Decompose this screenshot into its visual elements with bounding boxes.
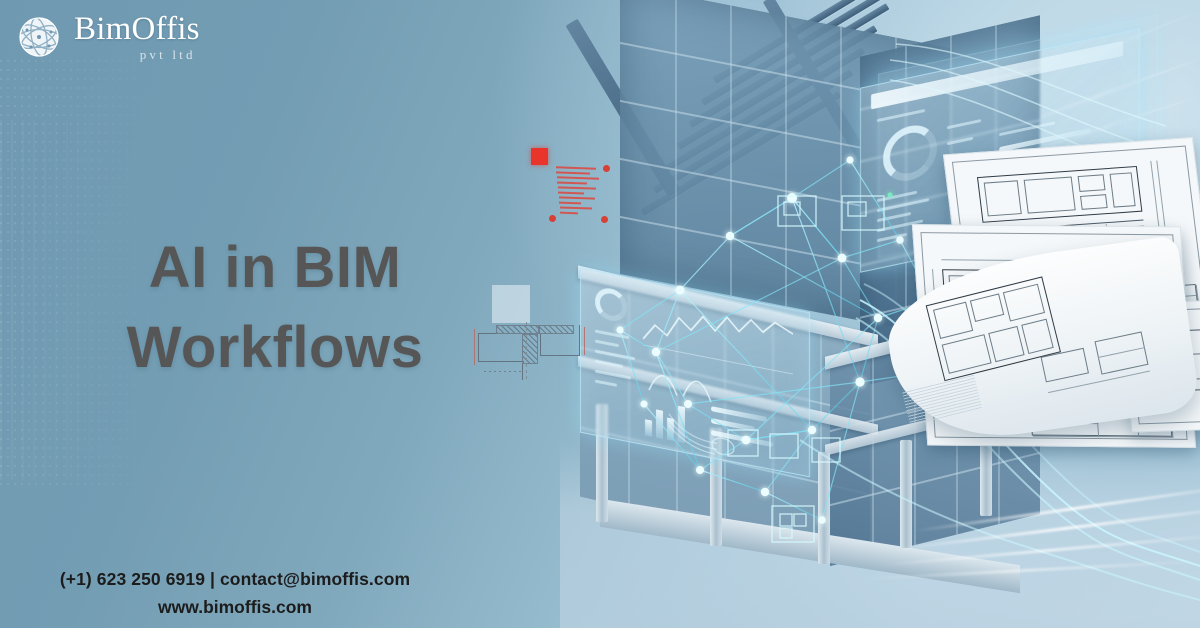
red-marker-dot <box>549 215 556 222</box>
holo-donut-chart <box>883 120 937 186</box>
contact-phone-email[interactable]: (+1) 623 250 6919 | contact@bimoffis.com <box>59 569 411 589</box>
page-title: AI in BIM Workflows <box>40 228 510 388</box>
page-title-line-2: Workflows <box>126 315 424 381</box>
holo-gauge <box>595 285 627 324</box>
section-detail-drawing <box>474 315 598 385</box>
background-vertical-streaks <box>0 120 120 480</box>
background-dot-texture <box>0 60 230 490</box>
brand-name: BimOffis <box>74 11 200 47</box>
brand-text: BimOffis pvt ltd <box>74 11 200 62</box>
contact-footer: (+1) 623 250 6919 | contact@bimoffis.com… <box>0 569 470 618</box>
page-title-line-1: AI in BIM <box>148 235 402 300</box>
roll-edge-pages <box>901 372 983 426</box>
red-marker-dot <box>601 216 608 223</box>
red-marker-square <box>531 148 548 165</box>
hero-illustration <box>560 0 1200 628</box>
faint-square-accent <box>492 285 530 323</box>
globe-network-icon <box>19 17 59 57</box>
website-url[interactable]: www.bimoffis.com <box>158 597 312 617</box>
structural-column <box>818 452 830 564</box>
red-marker-dot <box>603 165 610 172</box>
structural-column <box>900 440 912 548</box>
brand-logo[interactable]: BimOffis pvt ltd <box>14 12 200 62</box>
brand-suffix: pvt ltd <box>139 47 196 62</box>
